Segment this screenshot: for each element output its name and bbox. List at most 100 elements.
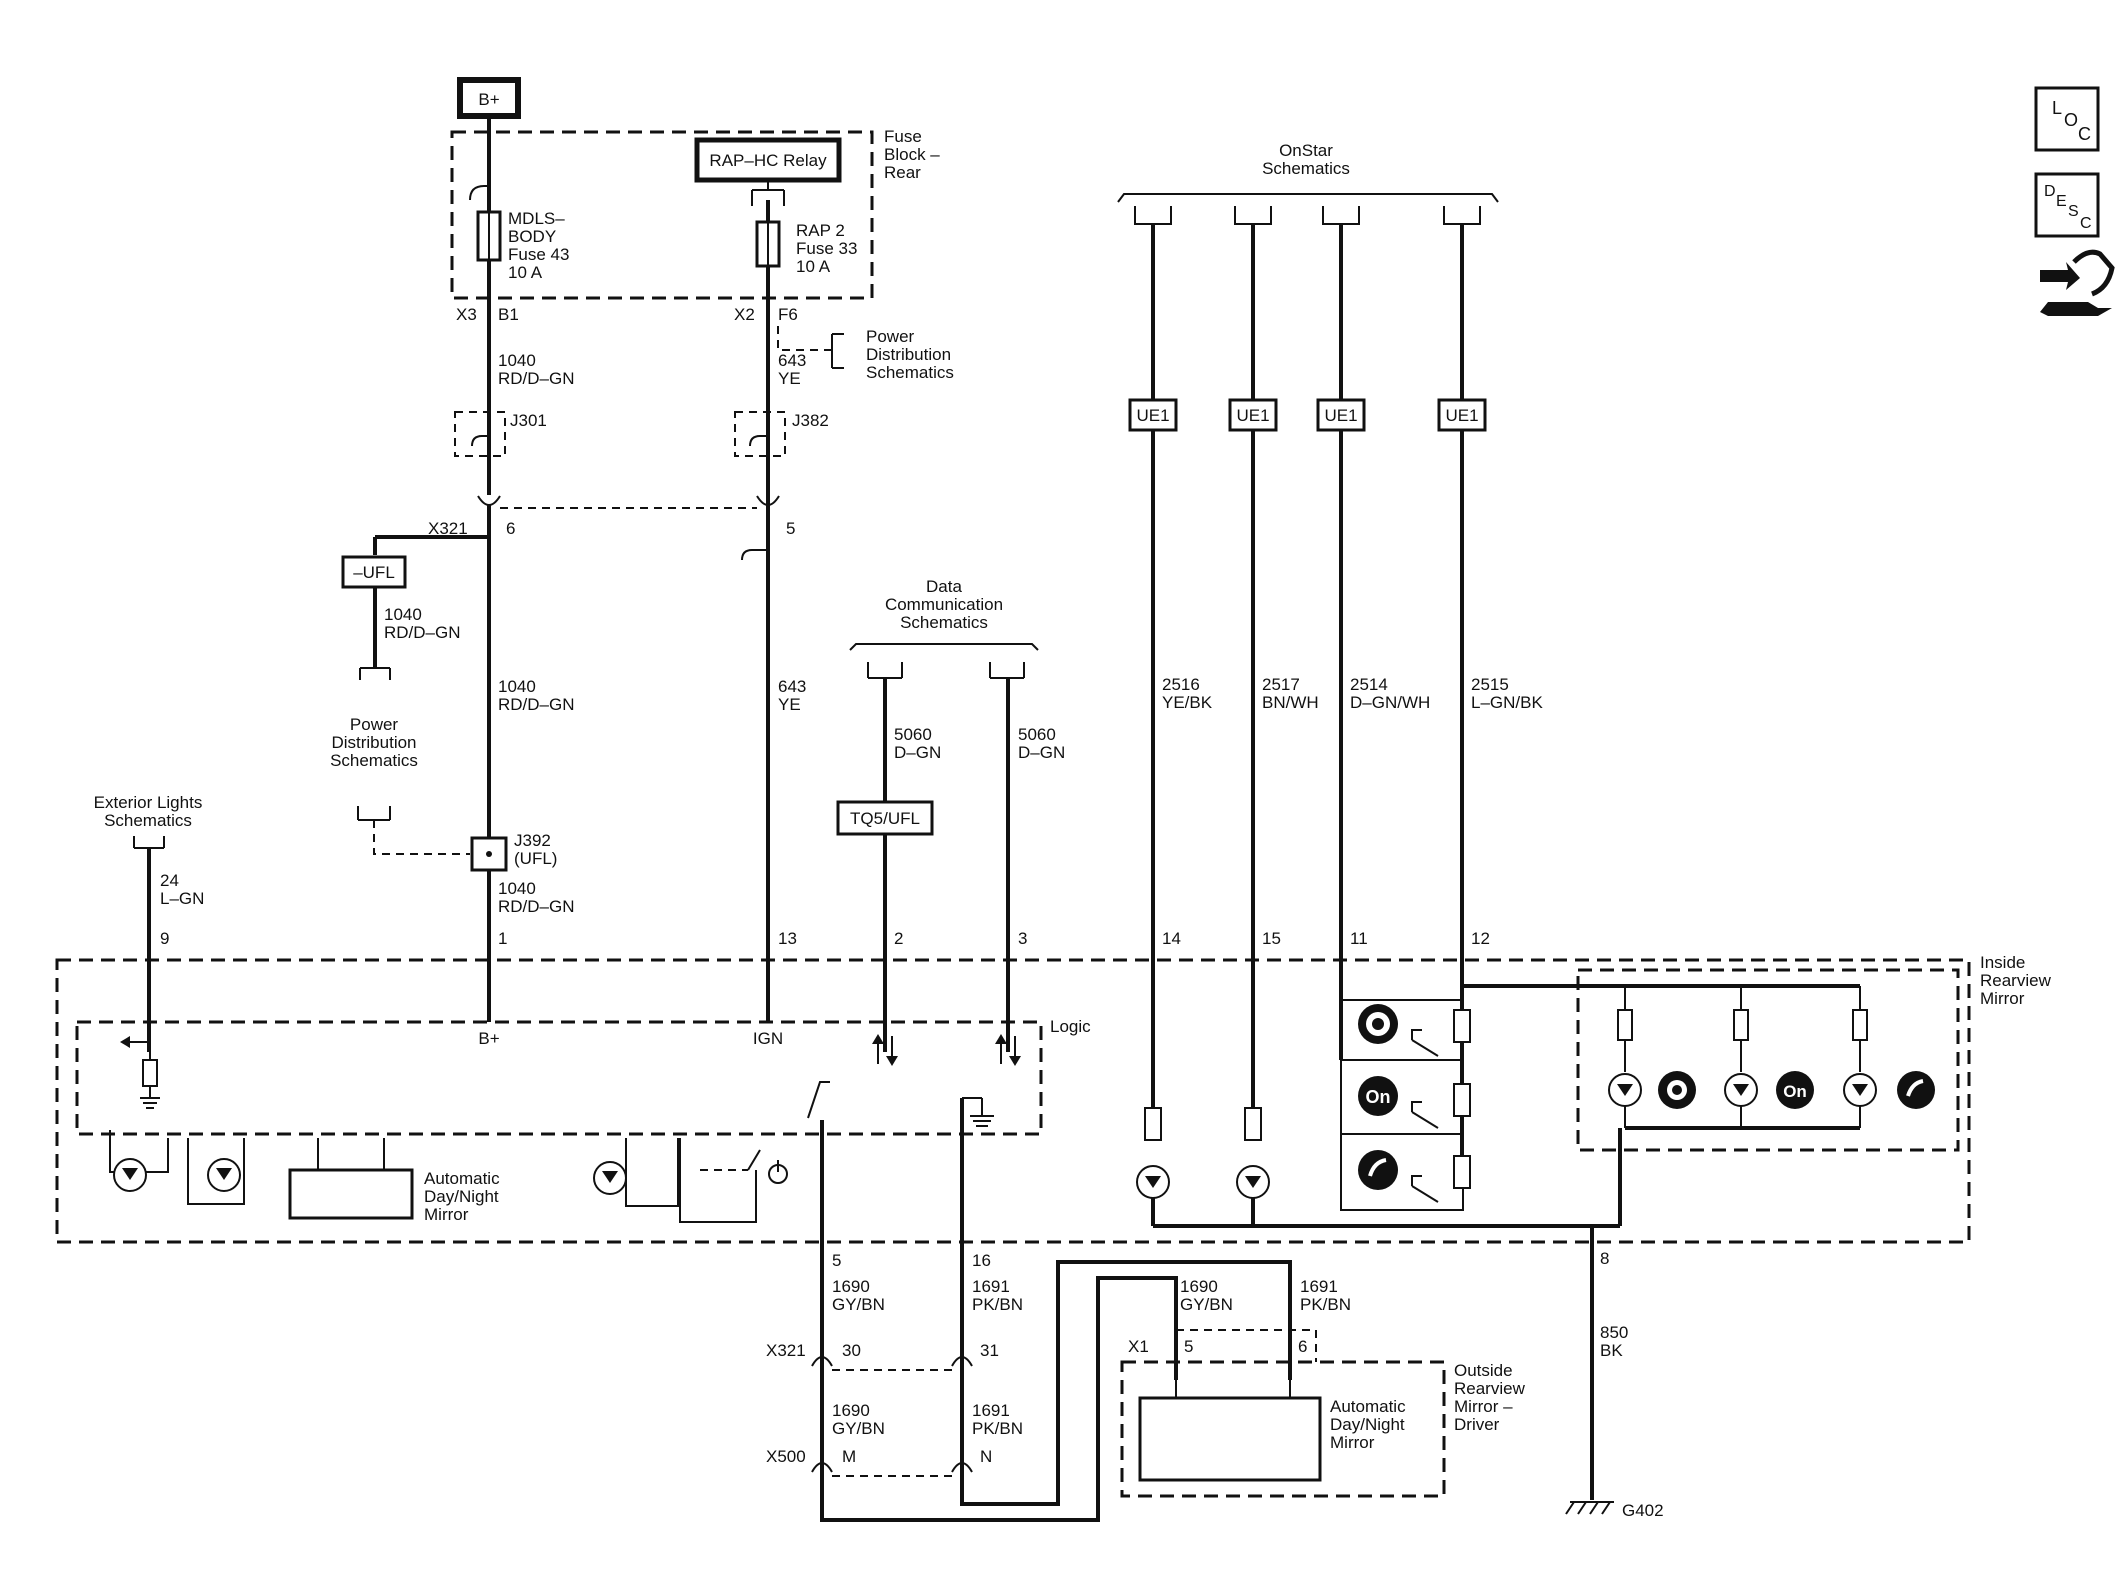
wire-24: 24 (160, 871, 179, 890)
splice-j382-label: J382 (792, 411, 829, 430)
fuse-block-label-3: Rear (884, 163, 921, 182)
logic-box (75, 1020, 1043, 1136)
wire-1690-a: 1690 (832, 1277, 870, 1296)
wire-1040-c: 1040 (498, 677, 536, 696)
outside-mirror-element (1138, 1396, 1322, 1482)
ue1-2: UE1 (1236, 406, 1269, 425)
pin-9: 9 (160, 929, 169, 948)
wire-1690-b-color: GY/BN (832, 1419, 885, 1438)
pin-m: M (842, 1447, 856, 1466)
onstar-led-1-icon (1136, 1165, 1170, 1199)
pin-3: 3 (1018, 929, 1027, 948)
wire-1040-b-color: RD/D–GN (384, 623, 461, 642)
outside-mirror-label-3: Mirror – (1454, 1397, 1513, 1416)
conn-f6: F6 (778, 305, 798, 324)
ign-switch (807, 1081, 994, 1480)
pin-1: 1 (498, 929, 507, 948)
wire-1691-b: 1691 (972, 1401, 1010, 1420)
splice-j392-label: J392 (514, 831, 551, 850)
auto-dimming-2-label-2: Day/Night (1330, 1415, 1405, 1434)
auto-dimming-mirror-element: Automatic Day/Night Mirror (288, 1138, 500, 1224)
conn-x3: X3 (456, 305, 477, 324)
desc-button[interactable]: D E S C (2034, 172, 2100, 238)
power-dist-ref-1: Power (866, 327, 915, 346)
splice-j392-sub: (UFL) (514, 849, 557, 868)
outside-mirror-label: Outside (1454, 1361, 1513, 1380)
connector-tools-icon[interactable] (2040, 249, 2115, 316)
conn-x321-top: X321 (428, 519, 468, 538)
battery-box: B+ (457, 77, 521, 119)
resistor-15 (1244, 1107, 1262, 1141)
logic-bplus: B+ (478, 1029, 499, 1048)
loc-l: L (2052, 98, 2062, 118)
logic-ign: IGN (753, 1029, 783, 1048)
battery-label: B+ (478, 90, 499, 109)
desc-s: S (2068, 203, 2079, 220)
fuse2-line2: Fuse 33 (796, 239, 857, 258)
logic-label: Logic (1050, 1017, 1091, 1036)
svg-text:On: On (1366, 1087, 1391, 1107)
desc-d: D (2044, 183, 2056, 200)
fuse1-line3: Fuse 43 (508, 245, 569, 264)
inside-mirror-label-2: Rearview (1980, 971, 2052, 990)
outside-mirror-label-4: Driver (1454, 1415, 1500, 1434)
data-comm-ref: Data (926, 577, 962, 596)
fuse1-line2: BODY (508, 227, 556, 246)
loc-button[interactable]: L O C (2034, 86, 2100, 152)
wire-850: 850 (1600, 1323, 1628, 1342)
pin-13: 13 (778, 929, 797, 948)
desc-e: E (2056, 193, 2067, 210)
auto-dimming-1-label-2: Day/Night (424, 1187, 499, 1206)
inside-mirror-outline (55, 958, 1971, 1244)
onstar-call-button-icon[interactable]: On (1358, 1076, 1398, 1116)
conn-x500: X500 (766, 1447, 806, 1466)
resistor-12b (1453, 1083, 1471, 1117)
wire-643-b-color: YE (778, 695, 801, 714)
wire-850-color: BK (1600, 1341, 1623, 1360)
wire-1691-a: 1691 (972, 1277, 1010, 1296)
onstar-blue-button-icon[interactable] (1358, 1004, 1398, 1044)
pin-15: 15 (1262, 929, 1281, 948)
wire-2514-color: D–GN/WH (1350, 693, 1430, 712)
fuse2-line3: 10 A (796, 257, 831, 276)
auto-dimming-1-label: Automatic (424, 1169, 500, 1188)
wire-1040-a: 1040 (498, 351, 536, 370)
inside-mirror-label-3: Mirror (1980, 989, 2025, 1008)
exterior-lights-ref: Exterior Lights (94, 793, 203, 812)
led-2-icon (187, 1138, 245, 1205)
exterior-lights-ref-l2: Schematics (104, 811, 192, 830)
auto-dimming-2-label: Automatic (1330, 1397, 1406, 1416)
mirror-pins: 9 1 13 2 3 14 15 11 12 (160, 929, 1490, 948)
ue1-3: UE1 (1324, 406, 1357, 425)
power-dist-ref-2: Power (350, 715, 399, 734)
wire-5060-b-color: D–GN (1018, 743, 1065, 762)
ufl-neg-label: –UFL (353, 563, 395, 582)
power-dist-ref-2-l3: Schematics (330, 751, 418, 770)
option-tq5-ufl: TQ5/UFL (836, 800, 934, 836)
desc-c: C (2080, 215, 2092, 232)
pin-n: N (980, 1447, 992, 1466)
led-indicator-box (1576, 968, 1960, 1152)
wire-2514: 2514 (1350, 675, 1388, 694)
conn-x321-bottom: X321 (766, 1341, 806, 1360)
splice-j301-label: J301 (510, 411, 547, 430)
wire-5060-a: 5060 (894, 725, 932, 744)
pin-14: 14 (1162, 929, 1181, 948)
wire-2517: 2517 (1262, 675, 1300, 694)
wire-24-color: L–GN (160, 889, 204, 908)
loc-o: O (2064, 110, 2078, 130)
onstar-phone-button-icon[interactable] (1358, 1150, 1398, 1190)
pin-8: 8 (1600, 1249, 1609, 1268)
wire-643-b: 643 (778, 677, 806, 696)
led-phone-icon (1897, 1071, 1935, 1109)
wire-2517-color: BN/WH (1262, 693, 1319, 712)
ue1-4: UE1 (1445, 406, 1478, 425)
wire-5060-b: 5060 (1018, 725, 1056, 744)
conn-b1: B1 (498, 305, 519, 324)
onstar-ref-l2: Schematics (1262, 159, 1350, 178)
fuse1-line4: 10 A (508, 263, 543, 282)
wire-1040-d-color: RD/D–GN (498, 897, 575, 916)
wire-1040-b: 1040 (384, 605, 422, 624)
option-ue1-boxes: UE1 UE1 UE1 UE1 (1128, 398, 1487, 432)
splice-j301 (454, 411, 506, 457)
